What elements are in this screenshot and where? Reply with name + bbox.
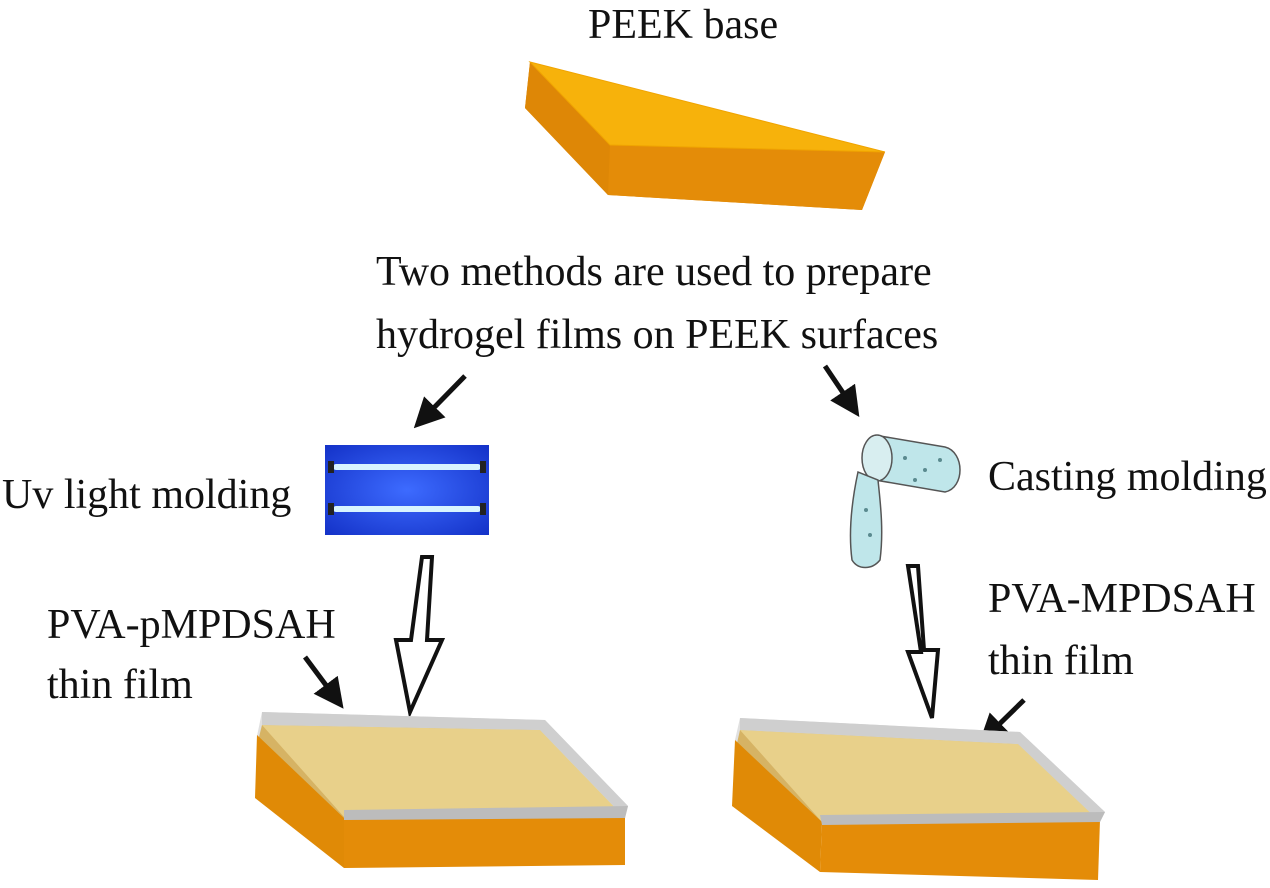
arrow-to-left-film: [302, 655, 344, 709]
intro-line-1: Two methods are used to prepare: [376, 249, 932, 295]
down-arrow-right: [905, 564, 941, 719]
right-coated-block: [732, 718, 1105, 880]
casting-cup-icon: [849, 434, 961, 569]
right-film-label-line1: PVA-MPDSAH: [988, 576, 1256, 622]
uv-lamp-icon: [325, 445, 489, 535]
left-film-label-line1: PVA-pMPDSAH: [47, 602, 336, 648]
peek-base-label: PEEK base: [588, 2, 778, 48]
arrow-to-casting: [822, 364, 860, 417]
arrow-to-uv: [413, 374, 467, 429]
uv-method-label: Uv light molding: [2, 472, 291, 518]
right-film-label-line2: thin film: [988, 638, 1134, 684]
left-film-label-line2: thin film: [47, 662, 193, 708]
casting-method-label: Casting molding: [988, 454, 1267, 500]
peek-base-block: [525, 61, 886, 210]
intro-line-2: hydrogel films on PEEK surfaces: [376, 312, 938, 358]
left-coated-block: [255, 712, 628, 868]
down-arrow-left: [393, 555, 446, 719]
